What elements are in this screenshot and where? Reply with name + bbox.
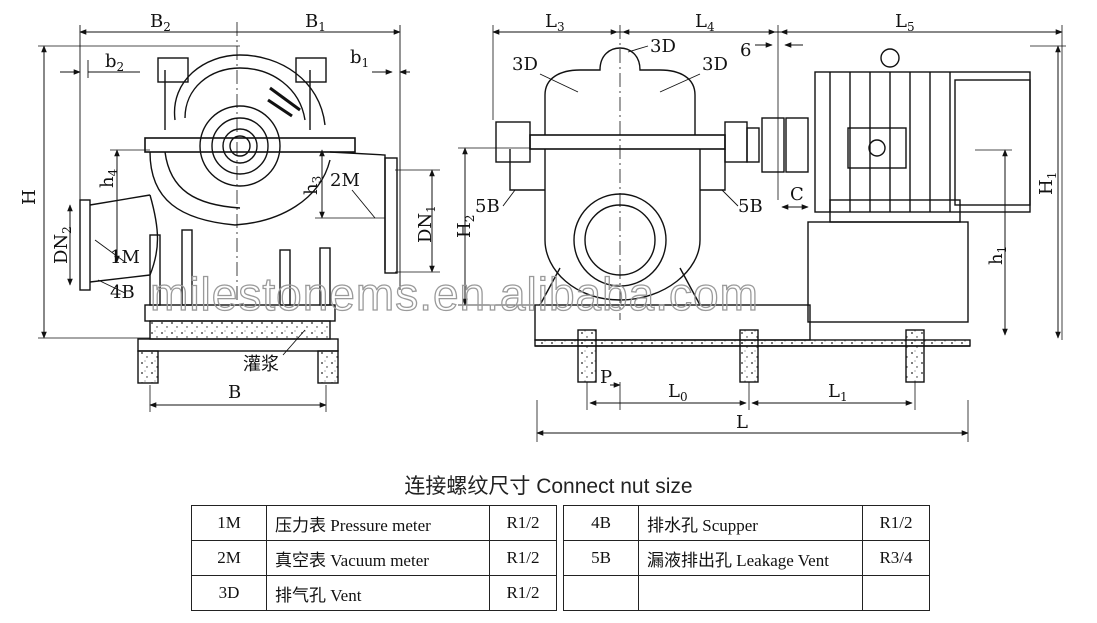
label-2M: 2M xyxy=(330,170,360,191)
label-L3: L3 xyxy=(545,11,565,34)
label-b2: b2 xyxy=(105,51,124,74)
label-3D-right: 3D xyxy=(702,54,728,75)
cell-size: R3/4 xyxy=(862,540,930,576)
cell-size: R1/2 xyxy=(862,505,930,541)
label-3D-top: 3D xyxy=(650,36,676,57)
label-L5: L5 xyxy=(895,11,915,34)
label-h3: h3 xyxy=(301,176,324,195)
label-6: 6 xyxy=(740,40,751,61)
cell-name: 排水孔 Scupper xyxy=(638,505,863,541)
cell-size: R1/2 xyxy=(489,540,557,576)
side-view xyxy=(458,25,1066,442)
watermark: milestonems.en.alibaba.com xyxy=(150,268,759,320)
table-row xyxy=(563,575,930,611)
label-grout: 灌浆 xyxy=(243,354,279,375)
label-P: P xyxy=(600,367,612,388)
label-h4: h4 xyxy=(97,168,120,188)
cell-code: 1M xyxy=(191,505,267,541)
label-L4: L4 xyxy=(695,11,715,34)
label-C: C xyxy=(790,184,804,205)
label-5B-right: 5B xyxy=(738,196,763,217)
label-H1: H1 xyxy=(1036,172,1059,195)
label-H2: H2 xyxy=(454,215,477,238)
label-1M: 1M xyxy=(110,247,140,268)
cell-name: 排气孔 Vent xyxy=(266,575,490,611)
label-L: L xyxy=(736,412,748,433)
cell-name xyxy=(638,575,863,611)
cell-size xyxy=(862,575,930,611)
dimension-labels: B2 B1 b2 b1 H h4 h3 DN2 DN1 1M 2M 4B 灌浆 … xyxy=(19,11,1059,433)
cell-code xyxy=(563,575,639,611)
table-caption: 连接螺纹尺寸 Connect nut size xyxy=(404,475,693,498)
label-B: B xyxy=(228,382,241,403)
label-L1: L1 xyxy=(828,381,848,404)
cell-code: 5B xyxy=(563,540,639,576)
label-b1: b1 xyxy=(350,47,369,70)
cell-code: 2M xyxy=(191,540,267,576)
label-3D-left: 3D xyxy=(512,54,538,75)
label-L0: L0 xyxy=(668,381,688,404)
label-B1: B1 xyxy=(305,11,326,34)
cell-size: R1/2 xyxy=(489,575,557,611)
cell-code: 3D xyxy=(191,575,267,611)
cell-size: R1/2 xyxy=(489,505,557,541)
label-B2: B2 xyxy=(150,11,171,34)
label-h1: h1 xyxy=(986,246,1009,265)
cell-code: 4B xyxy=(563,505,639,541)
label-DN1: DN1 xyxy=(415,205,438,243)
cell-name: 压力表 Pressure meter xyxy=(266,505,490,541)
cell-name: 漏液排出孔 Leakage Vent xyxy=(638,540,863,576)
label-H: H xyxy=(19,189,40,205)
label-4B: 4B xyxy=(110,282,135,303)
cell-name: 真空表 Vacuum meter xyxy=(266,540,490,576)
label-DN2: DN2 xyxy=(51,226,74,264)
end-view xyxy=(38,22,440,412)
label-5B-left: 5B xyxy=(475,196,500,217)
